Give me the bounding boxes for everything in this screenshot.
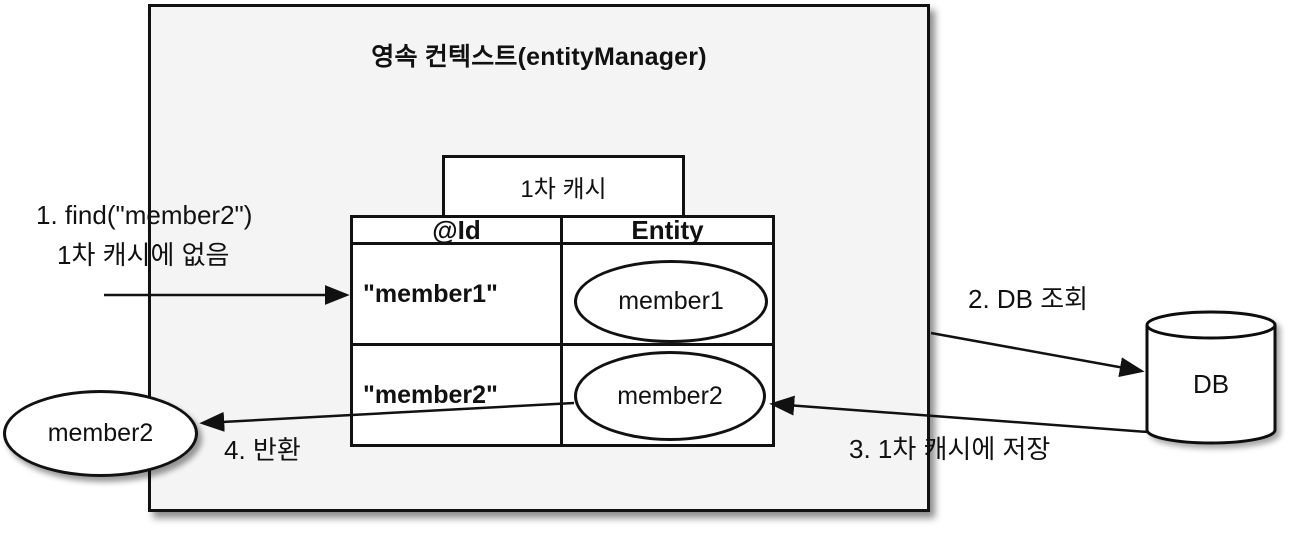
returned-member2-ellipse: member2 <box>3 390 198 477</box>
first-level-cache-label: 1차 캐시 <box>520 176 607 203</box>
member1-entity-label: member1 <box>618 287 724 315</box>
table-header-id: @Id <box>353 215 563 245</box>
first-level-cache-label-box: 1차 캐시 <box>442 155 685 218</box>
step2-label: 2. DB 조회 <box>968 284 1089 314</box>
table-header-entity: Entity <box>563 215 772 245</box>
id-cell-member2: "member2" <box>353 346 563 444</box>
returned-member2-label: member2 <box>47 419 154 447</box>
db-query-arrow <box>930 331 1145 378</box>
step1-label-line1: 1. find("member2") <box>36 200 253 230</box>
member2-entity-label: member2 <box>617 381 723 410</box>
member2-entity-ellipse: member2 <box>574 351 766 441</box>
step1-label-line2: 1차 캐시에 없음 <box>57 240 230 270</box>
persistence-context-title: 영속 컨텍스트(entityManager) <box>371 43 707 71</box>
step3-label: 3. 1차 캐시에 저장 <box>849 434 1051 464</box>
db-label: DB <box>1192 369 1230 399</box>
entity-cell-member1 <box>563 245 772 346</box>
id-cell-member1: "member1" <box>353 245 563 346</box>
step4-label: 4. 반환 <box>224 435 301 465</box>
member1-entity-ellipse: member1 <box>574 260 768 343</box>
